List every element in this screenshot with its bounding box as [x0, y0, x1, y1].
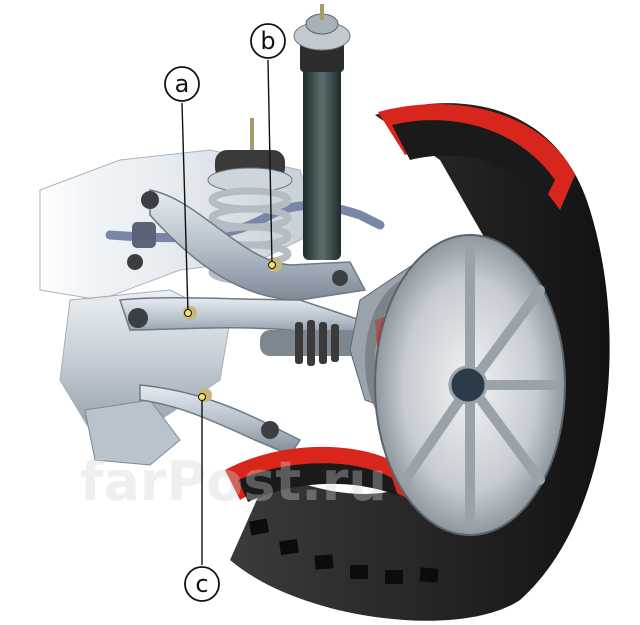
callout-b: b	[250, 23, 286, 269]
callout-b-leader	[267, 59, 273, 266]
callout-c-circle	[184, 566, 220, 602]
callout-c: c	[184, 393, 220, 602]
shock-absorber	[293, 4, 351, 260]
callout-c-dot	[198, 393, 206, 401]
callout-a-label: a	[175, 70, 190, 98]
callout-a-dot	[184, 309, 192, 317]
callout-b-dot	[268, 261, 276, 269]
callout-a: a	[164, 66, 200, 317]
callout-b-label: b	[260, 27, 275, 55]
callout-c-label: c	[195, 570, 208, 598]
alloy-rim	[374, 234, 566, 536]
stabilizer-bushing	[132, 222, 156, 248]
callout-a-leader	[181, 102, 189, 314]
drive-shaft	[260, 320, 370, 366]
callout-b-circle	[250, 23, 286, 59]
watermark: farPost.ru	[80, 450, 387, 513]
callout-a-circle	[164, 66, 200, 102]
